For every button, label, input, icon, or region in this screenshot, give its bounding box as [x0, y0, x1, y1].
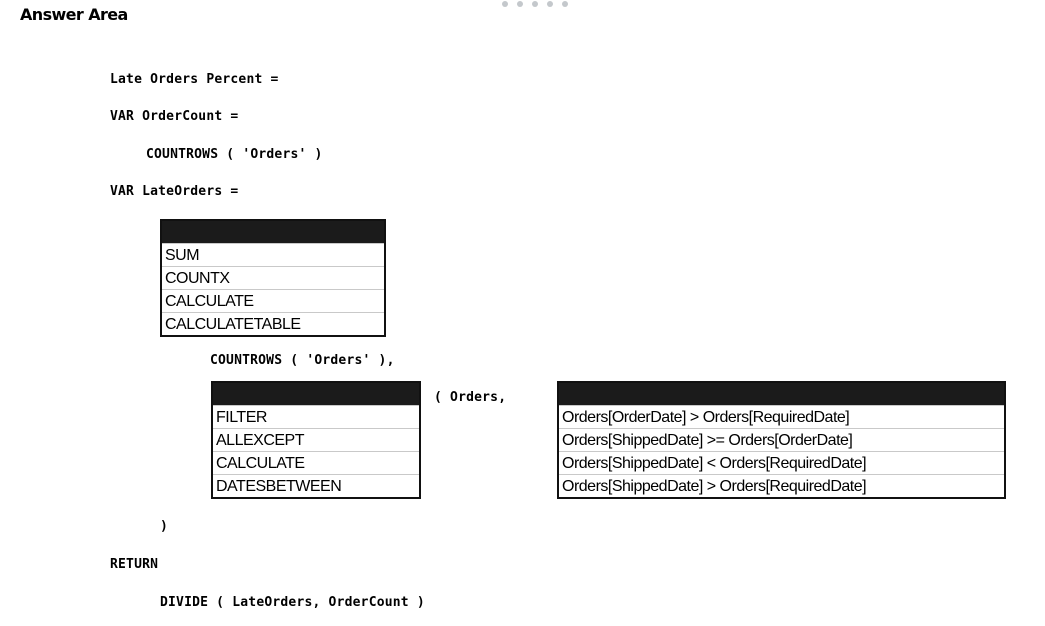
dot-icon	[547, 1, 553, 7]
dropdown-header[interactable]	[559, 383, 1004, 405]
code-line-var-lateorders: VAR LateOrders =	[110, 184, 239, 199]
dropdown-option[interactable]: FILTER	[213, 405, 419, 428]
code-line-var-ordercount: VAR OrderCount =	[110, 109, 239, 124]
dot-icon	[502, 1, 508, 7]
code-line-orders-table-arg: ( Orders,	[434, 390, 507, 405]
code-line-measure-name: Late Orders Percent =	[110, 72, 279, 87]
dropdown-option[interactable]: ALLEXCEPT	[213, 428, 419, 451]
inner-function-dropdown[interactable]: FILTER ALLEXCEPT CALCULATE DATESBETWEEN	[211, 381, 421, 499]
dot-icon	[517, 1, 523, 7]
dropdown-option[interactable]: CALCULATETABLE	[162, 312, 384, 335]
dropdown-option[interactable]: Orders[ShippedDate] < Orders[RequiredDat…	[559, 451, 1004, 474]
dropdown-option[interactable]: Orders[OrderDate] > Orders[RequiredDate]	[559, 405, 1004, 428]
dropdown-option[interactable]: CALCULATE	[213, 451, 419, 474]
dropdown-option[interactable]: Orders[ShippedDate] >= Orders[OrderDate]	[559, 428, 1004, 451]
dropdown-option[interactable]: SUM	[162, 243, 384, 266]
outer-function-dropdown[interactable]: SUM COUNTX CALCULATE CALCULATETABLE	[160, 219, 386, 337]
code-line-divide: DIVIDE ( LateOrders, OrderCount )	[160, 595, 425, 610]
code-line-close-paren: )	[160, 519, 169, 534]
dropdown-option[interactable]: DATESBETWEEN	[213, 474, 419, 497]
code-line-countrows-orders-comma: COUNTROWS ( 'Orders' ),	[210, 353, 395, 368]
code-line-return: RETURN	[110, 557, 159, 572]
dot-icon	[562, 1, 568, 7]
dropdown-option[interactable]: COUNTX	[162, 266, 384, 289]
dropdown-option[interactable]: CALCULATE	[162, 289, 384, 312]
dropdown-header[interactable]	[213, 383, 419, 405]
answer-area-title: Answer Area	[20, 5, 128, 24]
code-line-countrows-orders: COUNTROWS ( 'Orders' )	[146, 147, 323, 162]
dropdown-header[interactable]	[162, 221, 384, 243]
page-indicator-dots	[502, 1, 568, 7]
condition-dropdown[interactable]: Orders[OrderDate] > Orders[RequiredDate]…	[557, 381, 1006, 499]
dot-icon	[532, 1, 538, 7]
dropdown-option[interactable]: Orders[ShippedDate] > Orders[RequiredDat…	[559, 474, 1004, 497]
